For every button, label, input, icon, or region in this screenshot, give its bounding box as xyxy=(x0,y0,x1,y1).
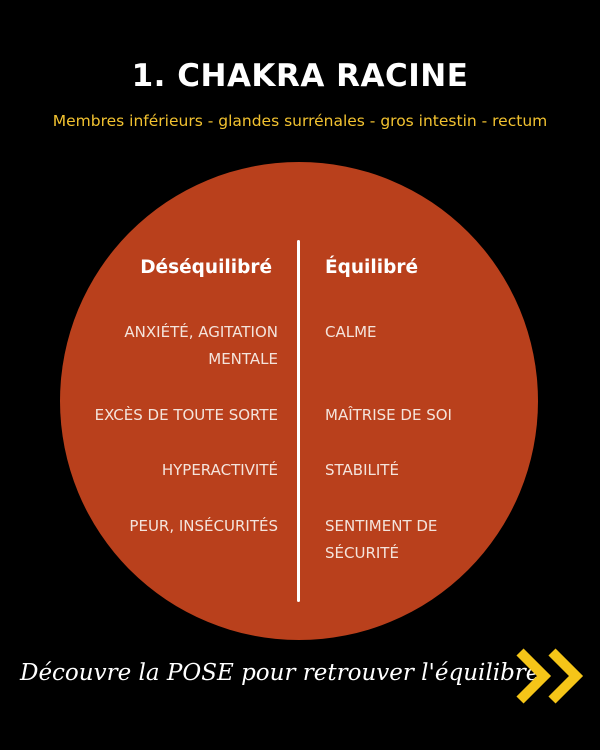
page-title: 1. CHAKRA RACINE xyxy=(131,58,469,94)
chevron-1 xyxy=(516,648,552,704)
column-divider xyxy=(297,240,300,602)
row-2-right: MAÎTRISE DE SOI xyxy=(325,406,452,424)
row-3-left: HYPERACTIVITÉ xyxy=(161,461,278,479)
row-4-right: SENTIMENT DE SÉCURITÉ xyxy=(325,517,438,562)
row-4-left: PEUR, INSÉCURITÉS xyxy=(129,517,278,535)
double-chevron-right-icon[interactable] xyxy=(514,646,590,706)
page-subtitle: Membres inférieurs - glandes surrénales … xyxy=(52,112,548,130)
row-1-left: ANXIÉTÉ, AGITATION MENTALE xyxy=(124,323,278,368)
heading-desequilibre: Déséquilibré xyxy=(140,257,272,278)
row-1-right: CALME xyxy=(325,323,377,341)
chevron-2 xyxy=(548,648,584,704)
heading-equilibre: Équilibré xyxy=(325,257,418,278)
cta-text[interactable]: Découvre la POSE pour retrouver l'équili… xyxy=(20,660,540,686)
row-2-left: EXCÈS DE TOUTE SORTE xyxy=(94,406,278,424)
row-3-right: STABILITÉ xyxy=(325,461,399,479)
